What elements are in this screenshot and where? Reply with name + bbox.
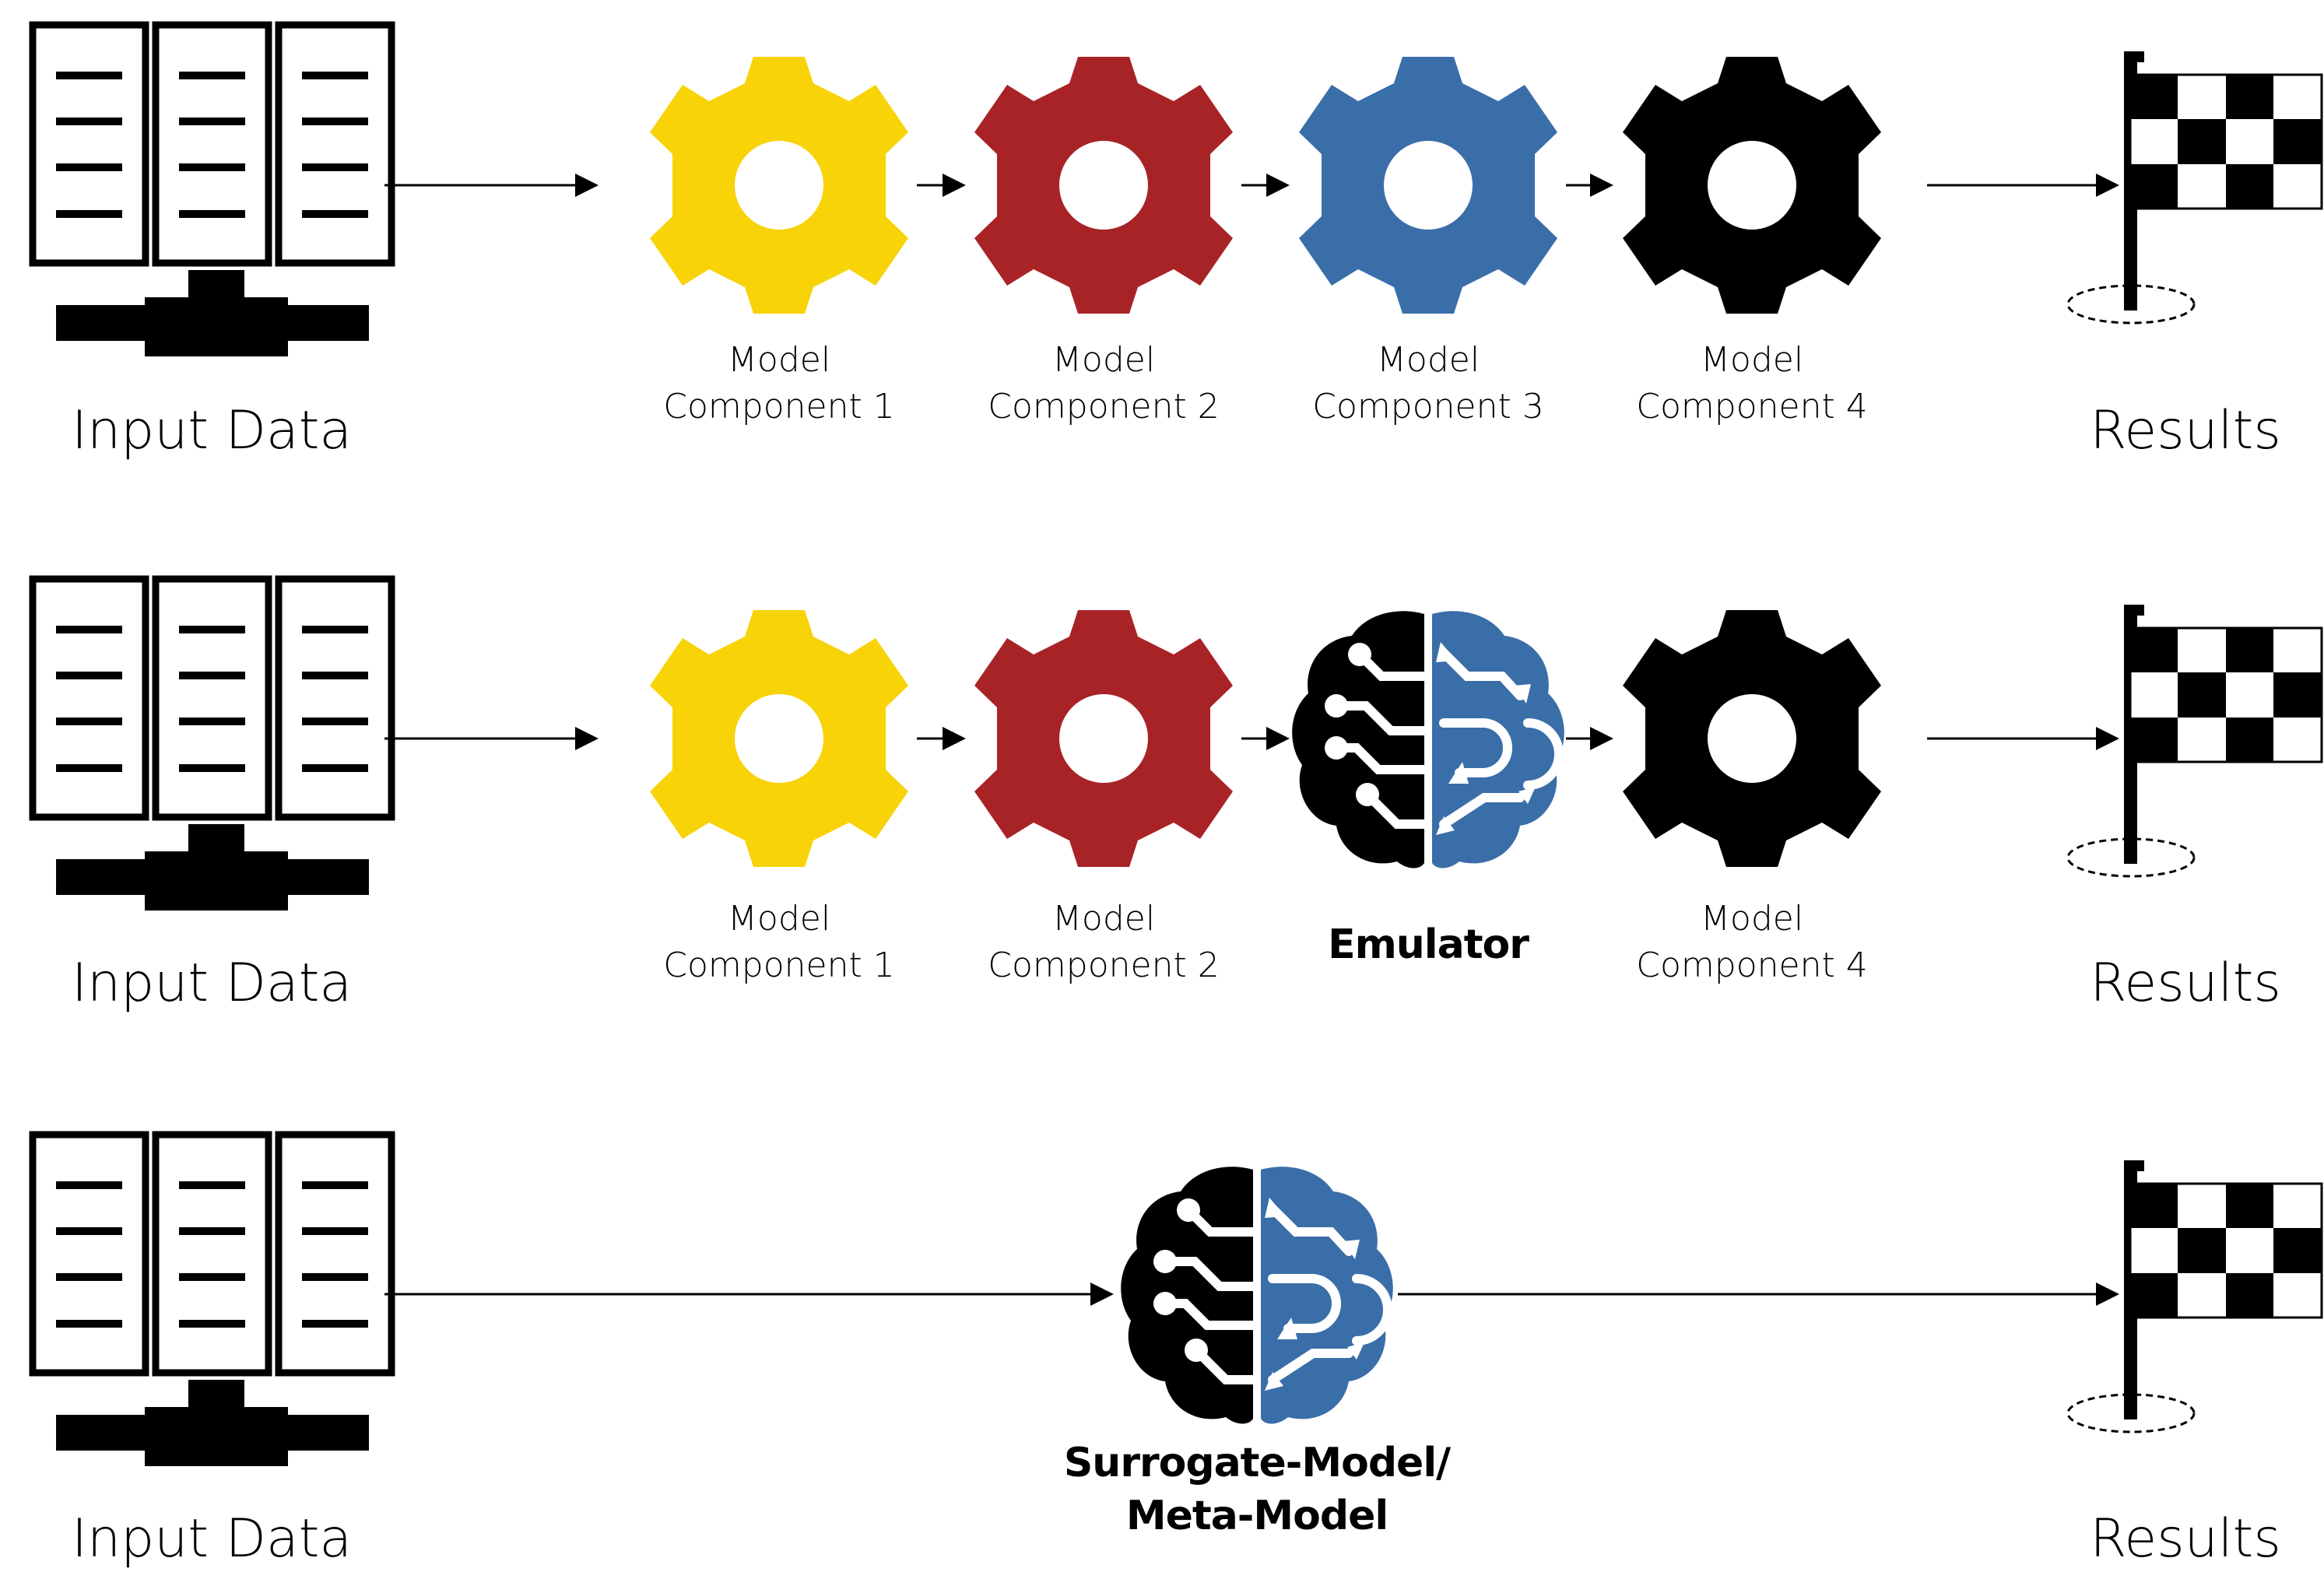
model-component-4-label: Model Component 4 [1636, 340, 1868, 426]
model-component-2-label: Model Component 2 [988, 899, 1220, 985]
input-data-label: Input Data [71, 953, 353, 1014]
checkered-flag-icon [2066, 603, 2323, 878]
model-component-2-label: Model Component 2 [988, 340, 1220, 426]
brain-circuit-icon [1121, 1163, 1393, 1428]
model-component-1-label: Model Component 1 [663, 899, 895, 985]
gear-icon [974, 610, 1233, 867]
gear-icon [1299, 57, 1557, 314]
server-rack-icon [33, 579, 391, 911]
gear-icon [650, 610, 908, 867]
gear-icon [650, 57, 908, 314]
results-label: Results [2090, 953, 2281, 1014]
results-label: Results [2090, 400, 2281, 461]
model-component-1-label: Model Component 1 [663, 340, 895, 426]
emulator-label: Emulator [1328, 921, 1529, 968]
gear-icon [1623, 57, 1881, 314]
gear-icon [974, 57, 1233, 314]
server-rack-icon [33, 1135, 391, 1466]
input-data-label: Input Data [71, 1508, 353, 1570]
row-2 [33, 579, 2323, 911]
model-component-3-label: Model Component 3 [1312, 340, 1544, 426]
server-rack-icon [33, 25, 391, 356]
row-1 [33, 25, 2323, 356]
results-label: Results [2090, 1508, 2281, 1570]
brain-circuit-icon [1292, 608, 1564, 872]
model-component-4-label: Model Component 4 [1636, 899, 1868, 985]
row-3 [33, 1135, 2323, 1466]
surrogate-model-label: Surrogate-Model/ Meta-Model [1063, 1440, 1451, 1539]
gear-icon [1623, 610, 1881, 867]
checkered-flag-icon [2066, 50, 2323, 325]
input-data-label: Input Data [71, 400, 353, 461]
checkered-flag-icon [2066, 1159, 2323, 1433]
